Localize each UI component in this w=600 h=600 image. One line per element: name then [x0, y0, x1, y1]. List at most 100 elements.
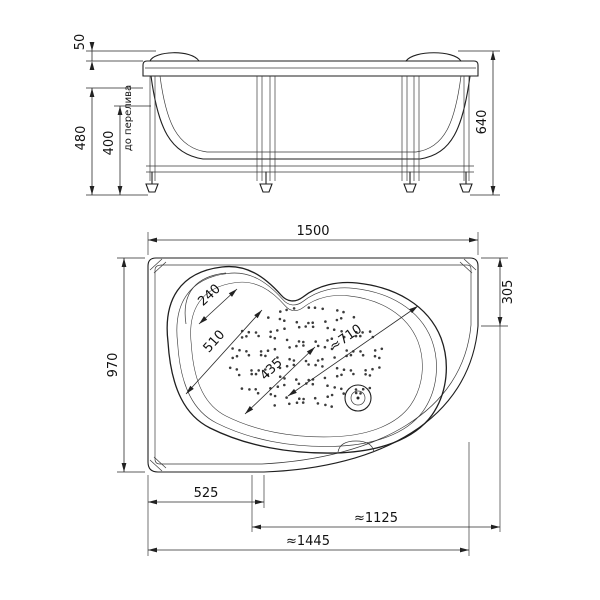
plan-inner-rim — [154, 264, 472, 465]
jet-dot — [285, 364, 289, 368]
foot-right — [459, 171, 473, 193]
plan-outer-contour — [147, 257, 479, 473]
jet-dot — [313, 396, 317, 400]
jet-dot — [269, 335, 272, 339]
jet-dot — [330, 405, 334, 408]
dim-arrowhead — [117, 106, 123, 115]
jet-dot — [283, 383, 286, 387]
foot-center-right — [403, 171, 417, 193]
jet-dot — [273, 336, 277, 340]
dim-arrowhead — [89, 42, 95, 51]
jet-dot — [298, 397, 301, 401]
drain-outer-circle — [344, 384, 372, 412]
jet-dot — [301, 401, 305, 404]
dim-arrowhead — [288, 388, 297, 396]
jet-dot — [361, 353, 365, 357]
dim-label-480: 480 — [74, 126, 89, 151]
dim-arrowhead — [306, 347, 315, 355]
jet-dot — [259, 353, 263, 357]
jet-dot — [349, 369, 353, 372]
jet-dot — [359, 350, 362, 353]
dim-line-435 — [244, 346, 316, 415]
jet-dot — [250, 372, 253, 376]
jet-dot — [314, 340, 318, 343]
jet-dot — [292, 359, 296, 362]
jet-dot — [340, 330, 343, 333]
jet-dot — [321, 307, 325, 311]
jet-dot — [359, 392, 362, 395]
frame-posts — [149, 76, 470, 181]
plan-dimensions: 1500 970 305 525 ≈1125 ≈1445 240 510 ≈71… — [106, 224, 516, 556]
jet-dot — [342, 310, 345, 314]
jet-dot — [330, 347, 334, 351]
jet-dot — [276, 356, 279, 359]
dim-label-1125: ≈1125 — [354, 511, 398, 526]
jet-dot — [237, 373, 241, 377]
frame-bottom-rail — [146, 165, 474, 173]
jet-dot — [269, 393, 273, 396]
jet-dot — [335, 366, 339, 370]
front-rim — [142, 60, 479, 77]
corner-gussets — [149, 258, 477, 472]
front-bowl-outer — [150, 75, 471, 160]
jet-dot — [339, 317, 343, 320]
jet-dot — [295, 344, 298, 348]
jet-dot — [283, 327, 286, 331]
jet-dot — [345, 349, 349, 352]
jet-dot — [278, 375, 282, 379]
jet-dot — [292, 307, 296, 310]
dim-arrowhead — [89, 186, 95, 195]
jet-dot — [340, 373, 343, 377]
dim-arrowhead — [117, 186, 123, 195]
jet-dot — [364, 373, 367, 376]
jet-dot — [307, 363, 310, 366]
jet-dot — [352, 372, 355, 376]
jet-dot — [245, 335, 248, 338]
jet-dot — [285, 308, 288, 312]
jet-dot — [276, 385, 280, 389]
dim-arrowhead — [409, 306, 418, 314]
jet-dot — [247, 330, 251, 334]
jet-dot — [295, 378, 298, 381]
jet-dot — [283, 377, 286, 380]
jet-dot — [361, 331, 364, 334]
dim-label-400: 400 — [102, 131, 117, 156]
jet-dot — [304, 325, 308, 328]
jet-dot — [326, 326, 330, 330]
jet-dot — [316, 402, 320, 405]
jet-dot — [359, 334, 362, 338]
jet-dot — [355, 331, 358, 334]
dim-arrowhead — [245, 406, 254, 414]
jet-dot — [302, 340, 305, 344]
jet-dot — [245, 350, 248, 353]
jet-dot — [342, 392, 346, 395]
drain-inner-circle — [350, 390, 366, 406]
jet-dot — [264, 368, 267, 371]
jet-dot — [297, 325, 301, 329]
jet-dot — [380, 347, 384, 351]
jet-dot — [368, 374, 372, 377]
jet-dot — [314, 363, 317, 367]
dim-label-640: 640 — [475, 110, 490, 135]
jet-dot — [279, 310, 282, 313]
jet-dot — [324, 403, 327, 407]
jet-dot — [378, 366, 381, 369]
jet-dot — [316, 359, 320, 362]
front-extension-lines — [86, 42, 500, 196]
jet-dot — [235, 354, 239, 358]
jet-dot — [324, 320, 327, 323]
jet-dot — [257, 369, 261, 372]
jet-dot — [302, 344, 305, 347]
jet-dot — [354, 334, 358, 338]
dim-arrowhead — [148, 237, 157, 243]
front-dimensions: 50 480 400 до перелива 640 — [73, 34, 500, 196]
front-elevation-view — [142, 52, 479, 193]
jet-dot — [307, 306, 311, 309]
jet-dot — [278, 366, 282, 370]
jet-dot — [342, 368, 346, 372]
jet-dot — [311, 382, 315, 386]
headrest-left — [149, 52, 200, 62]
dim-arrowhead — [121, 463, 127, 472]
jet-dot — [238, 348, 241, 352]
